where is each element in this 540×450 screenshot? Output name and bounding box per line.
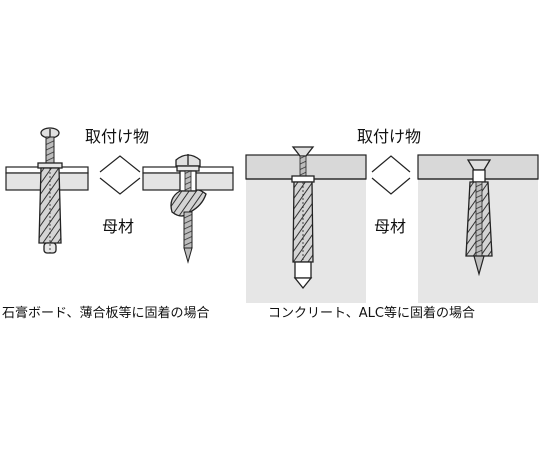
- left-attached-object-label: 取付け物: [85, 127, 150, 146]
- right-panel: [245, 146, 539, 303]
- anchor-after-fixing: [170, 154, 207, 264]
- transition-chevron: [99, 155, 141, 195]
- right-caption: コンクリート、ALC等に固着の場合: [268, 306, 475, 321]
- concrete-anchor-after: [465, 159, 493, 277]
- right-base-material-label: 母材: [374, 217, 407, 236]
- concrete-anchor-before: [291, 146, 315, 290]
- right-attached-object-label: 取付け物: [357, 127, 422, 146]
- anchor-before-fixing: [37, 127, 63, 254]
- transition-chevron-right: [371, 155, 411, 195]
- left-caption: 石膏ボード、薄合板等に固着の場合: [2, 306, 210, 321]
- left-panel: [5, 127, 234, 264]
- left-base-material-label: 母材: [102, 217, 135, 236]
